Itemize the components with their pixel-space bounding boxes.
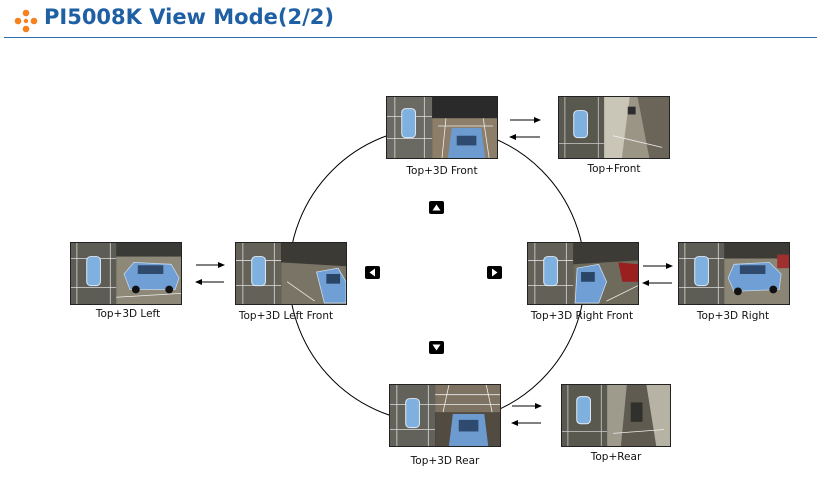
top-3d-left-front-image (236, 243, 346, 304)
triangle-left-icon (369, 268, 375, 277)
caption-top-rear: Top+Rear (590, 451, 642, 463)
view-thumbnail-top-3d-left-front (235, 242, 347, 305)
four-dot-cross-logo (14, 9, 38, 33)
top-front-image (559, 97, 669, 158)
top-3d-right-front-image (528, 243, 638, 304)
caption-top-3d-left-front: Top+3D Left Front (238, 310, 334, 322)
triangle-right-icon (492, 268, 498, 277)
nav-left-button[interactable] (365, 266, 380, 279)
caption-top-3d-right: Top+3D Right (696, 310, 770, 322)
title-divider (4, 37, 817, 38)
top-3d-left-image (71, 243, 181, 304)
view-thumbnail-top-3d-right-front (527, 242, 639, 305)
view-thumbnail-top-3d-right (678, 242, 790, 305)
view-thumbnail-top-3d-left (70, 242, 182, 305)
top-3d-rear-image (390, 385, 500, 446)
view-thumbnail-top-rear (561, 384, 671, 447)
triangle-down-icon (432, 344, 441, 351)
triangle-up-icon (432, 204, 441, 211)
top-rear-image (562, 385, 670, 446)
view-thumbnail-top-3d-front (386, 96, 498, 159)
caption-top-3d-rear: Top+3D Rear (410, 455, 480, 467)
caption-top-3d-right-front: Top+3D Right Front (530, 310, 634, 322)
view-thumbnail-top-3d-rear (389, 384, 501, 447)
caption-top-3d-left: Top+3D Left (95, 308, 161, 320)
header: PI5008K View Mode(2/2) (0, 0, 821, 38)
top-3d-right-image (679, 243, 789, 304)
nav-down-button[interactable] (429, 341, 444, 354)
nav-right-button[interactable] (487, 266, 502, 279)
caption-top-3d-front: Top+3D Front (406, 165, 478, 177)
caption-top-front: Top+Front (587, 163, 641, 175)
nav-up-button[interactable] (429, 201, 444, 214)
view-thumbnail-top-front (558, 96, 670, 159)
top-3d-front-image (387, 97, 497, 158)
page-title: PI5008K View Mode(2/2) (44, 5, 334, 29)
